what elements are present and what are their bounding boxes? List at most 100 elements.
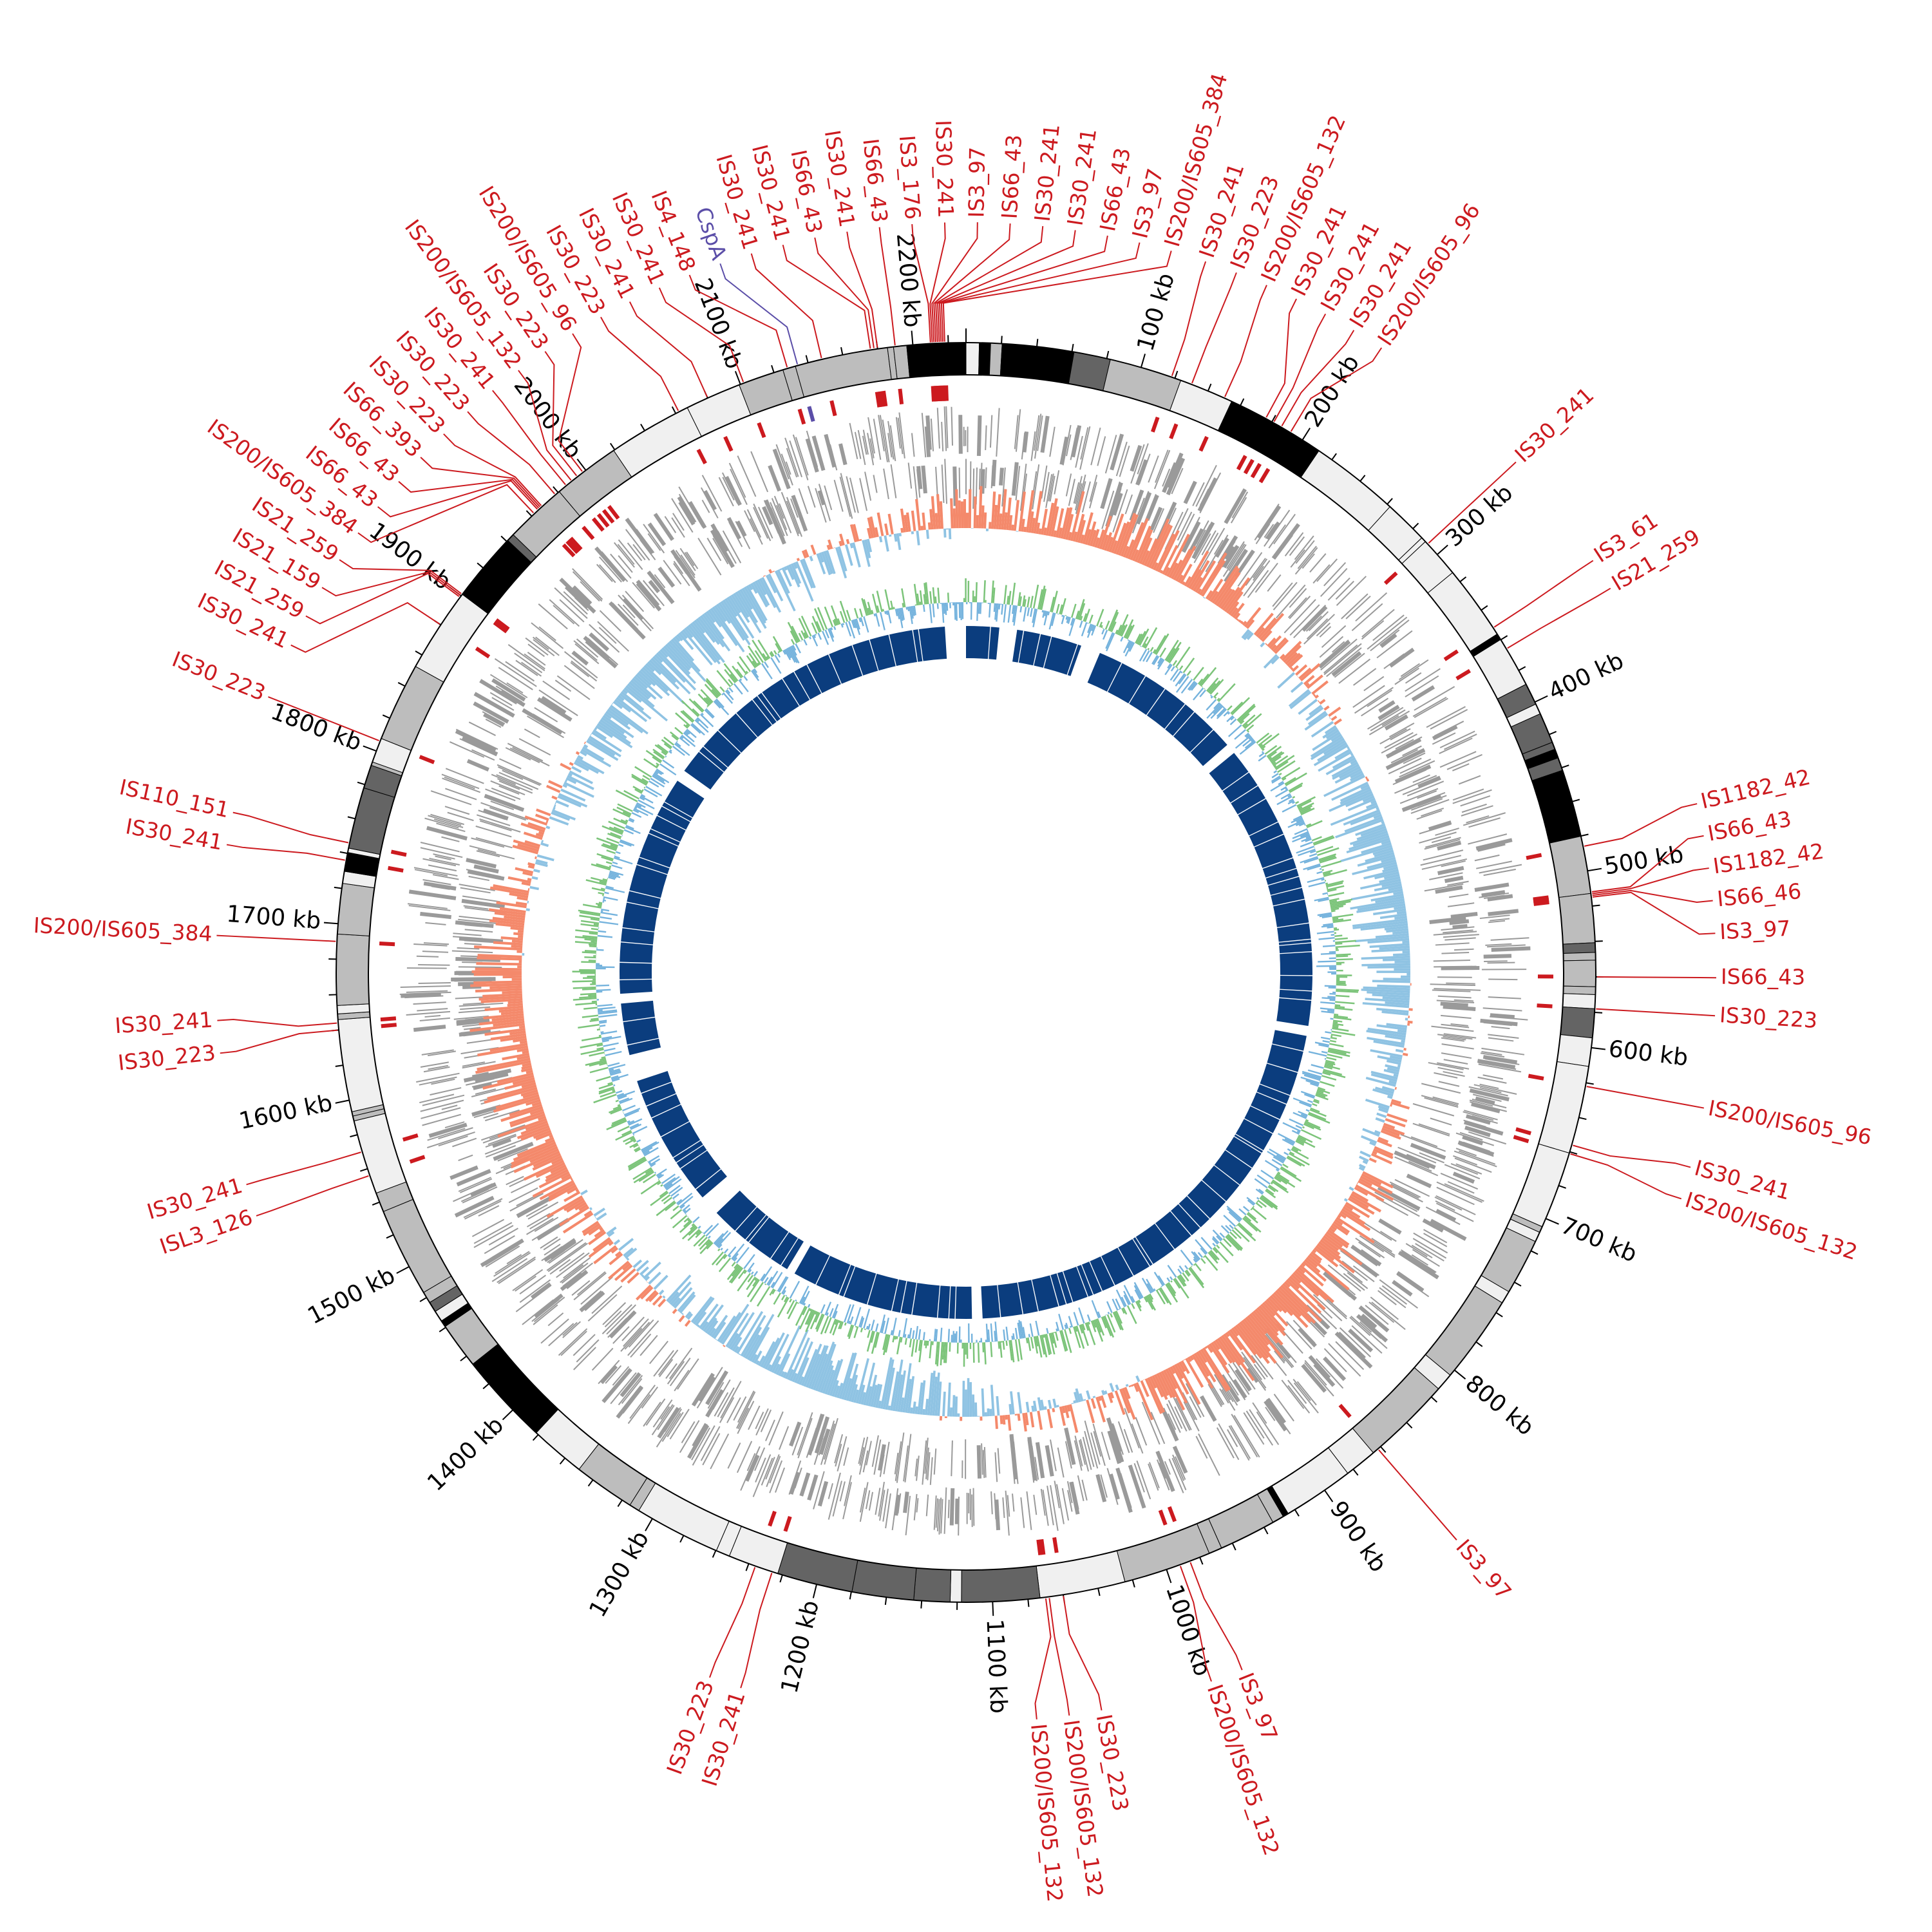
gc-skew-positive-bar bbox=[1173, 549, 1191, 581]
gc-skew-negative-bar bbox=[733, 592, 750, 618]
gc-skew-positive-bar bbox=[858, 538, 862, 542]
gc-content-below-bar bbox=[1118, 1309, 1120, 1311]
gene-feature bbox=[1115, 441, 1128, 477]
gc-skew-negative-bar bbox=[1025, 1401, 1030, 1413]
gene-feature bbox=[609, 1310, 637, 1339]
gc-content-below-bar bbox=[993, 1341, 995, 1342]
karyotype-band bbox=[1563, 952, 1596, 961]
gc-skew-negative-bar bbox=[607, 708, 629, 726]
gc-skew-negative-bar bbox=[571, 766, 582, 773]
gene-feature bbox=[1395, 739, 1414, 750]
gc-skew-positive-bar bbox=[1182, 1359, 1186, 1361]
gc-content-above-bar bbox=[1231, 697, 1250, 715]
label-leader-line bbox=[256, 1175, 369, 1217]
gc-skew-negative-bar bbox=[573, 761, 589, 772]
gc-content-above-bar bbox=[839, 600, 848, 622]
gc-content-above-bar bbox=[620, 819, 628, 824]
gene-feature bbox=[459, 1028, 491, 1037]
gene-feature bbox=[1334, 1331, 1373, 1369]
gene-feature bbox=[1405, 1243, 1428, 1258]
gc-content-below-bar bbox=[605, 1050, 622, 1057]
gc-skew-positive-bar bbox=[614, 1251, 621, 1257]
gc-skew-negative-bar bbox=[877, 1400, 882, 1409]
gene-feature bbox=[471, 837, 505, 848]
gc-content-below-bar bbox=[1160, 1285, 1163, 1287]
gc-skew-positive-bar bbox=[999, 1415, 1003, 1425]
gc-content-above-bar bbox=[1122, 1307, 1128, 1315]
gc-skew-negative-bar bbox=[817, 1343, 837, 1392]
gc-skew-positive-bar bbox=[1272, 637, 1287, 652]
gc-content-below-bar bbox=[1012, 605, 1016, 623]
gene-feature bbox=[866, 1441, 872, 1466]
gc-skew-positive-bar bbox=[524, 815, 548, 826]
gene-feature bbox=[1422, 1218, 1444, 1233]
gc-skew-negative-bar bbox=[1325, 729, 1340, 739]
gc-skew-positive-bar bbox=[1245, 619, 1255, 629]
gene-feature bbox=[697, 538, 722, 576]
gc-skew-positive-bar bbox=[1104, 532, 1113, 551]
is-element-label: IS30_241 bbox=[124, 813, 225, 855]
gene-feature bbox=[498, 785, 520, 795]
gc-skew-positive-bar bbox=[516, 1055, 530, 1061]
gc-skew-negative-bar bbox=[1375, 1086, 1394, 1095]
gc-content-above-bar bbox=[1189, 677, 1191, 678]
gc-skew-negative-bar bbox=[608, 706, 643, 734]
gene-feature bbox=[1104, 435, 1117, 474]
gc-skew-positive-bar bbox=[1141, 550, 1150, 565]
gene-feature bbox=[547, 1312, 564, 1327]
gc-skew-negative-bar bbox=[1393, 891, 1403, 895]
gc-skew-negative-bar bbox=[1365, 851, 1395, 862]
gene-feature bbox=[1341, 593, 1368, 620]
gc-content-above-bar bbox=[1144, 1296, 1154, 1310]
gc-skew-positive-bar bbox=[529, 1108, 544, 1115]
gc-skew-positive-bar bbox=[1251, 1312, 1278, 1344]
gc-skew-negative-bar bbox=[924, 1399, 929, 1416]
gc-skew-negative-bar bbox=[851, 1384, 858, 1403]
gc-content-below-bar bbox=[674, 743, 690, 756]
gene-feature bbox=[1222, 545, 1240, 569]
gene-feature bbox=[1305, 615, 1322, 632]
gene-feature bbox=[1430, 983, 1475, 987]
gc-skew-positive-bar bbox=[1226, 591, 1244, 614]
gc-skew-negative-bar bbox=[791, 1372, 798, 1383]
gc-skew-negative-bar bbox=[692, 1297, 715, 1325]
gc-content-above-bar bbox=[617, 1126, 630, 1133]
gc-skew-negative-bar bbox=[1387, 1095, 1393, 1099]
gc-skew-negative-bar bbox=[1374, 849, 1394, 858]
gc-content-above-bar bbox=[744, 674, 746, 676]
gc-content-below-bar bbox=[636, 802, 646, 808]
gc-content-below-bar bbox=[858, 1316, 864, 1327]
gene-feature bbox=[735, 520, 747, 537]
gc-content-below-bar bbox=[858, 618, 862, 623]
gc-content-below-bar bbox=[1227, 712, 1231, 715]
gene-feature bbox=[491, 1258, 528, 1282]
tick-mark bbox=[335, 1099, 350, 1104]
gc-content-above-bar bbox=[1188, 1267, 1205, 1289]
tick-mark bbox=[1231, 1542, 1236, 1551]
inner-block bbox=[1238, 799, 1278, 836]
gc-content-below-bar bbox=[1078, 1307, 1085, 1324]
gc-skew-positive-bar bbox=[1171, 1365, 1189, 1395]
gc-content-below-bar bbox=[1193, 687, 1204, 701]
gc-content-above-bar bbox=[580, 923, 599, 927]
gene-feature bbox=[1490, 1013, 1515, 1019]
gene-feature bbox=[1348, 1328, 1374, 1352]
gene-feature bbox=[601, 1304, 632, 1334]
gc-content-above-bar bbox=[591, 1018, 599, 1021]
gc-content-below-bar bbox=[782, 650, 786, 655]
gc-skew-positive-bar bbox=[1331, 715, 1338, 721]
gc-content-below-bar bbox=[715, 1238, 724, 1247]
gene-feature bbox=[753, 507, 769, 539]
gene-feature bbox=[625, 529, 650, 561]
gene-feature bbox=[589, 632, 609, 652]
gc-skew-positive-bar bbox=[1387, 1113, 1408, 1123]
gc-skew-positive-bar bbox=[1283, 1281, 1291, 1288]
gc-content-above-bar bbox=[706, 705, 709, 708]
gc-content-above-bar bbox=[1270, 752, 1285, 762]
gc-skew-negative-bar bbox=[905, 1379, 912, 1413]
gene-feature bbox=[1323, 1348, 1347, 1372]
tick-mark bbox=[1595, 940, 1603, 942]
gene-feature bbox=[1485, 943, 1512, 946]
gc-skew-positive-bar bbox=[522, 1050, 529, 1054]
gc-content-below-bar bbox=[952, 602, 954, 606]
